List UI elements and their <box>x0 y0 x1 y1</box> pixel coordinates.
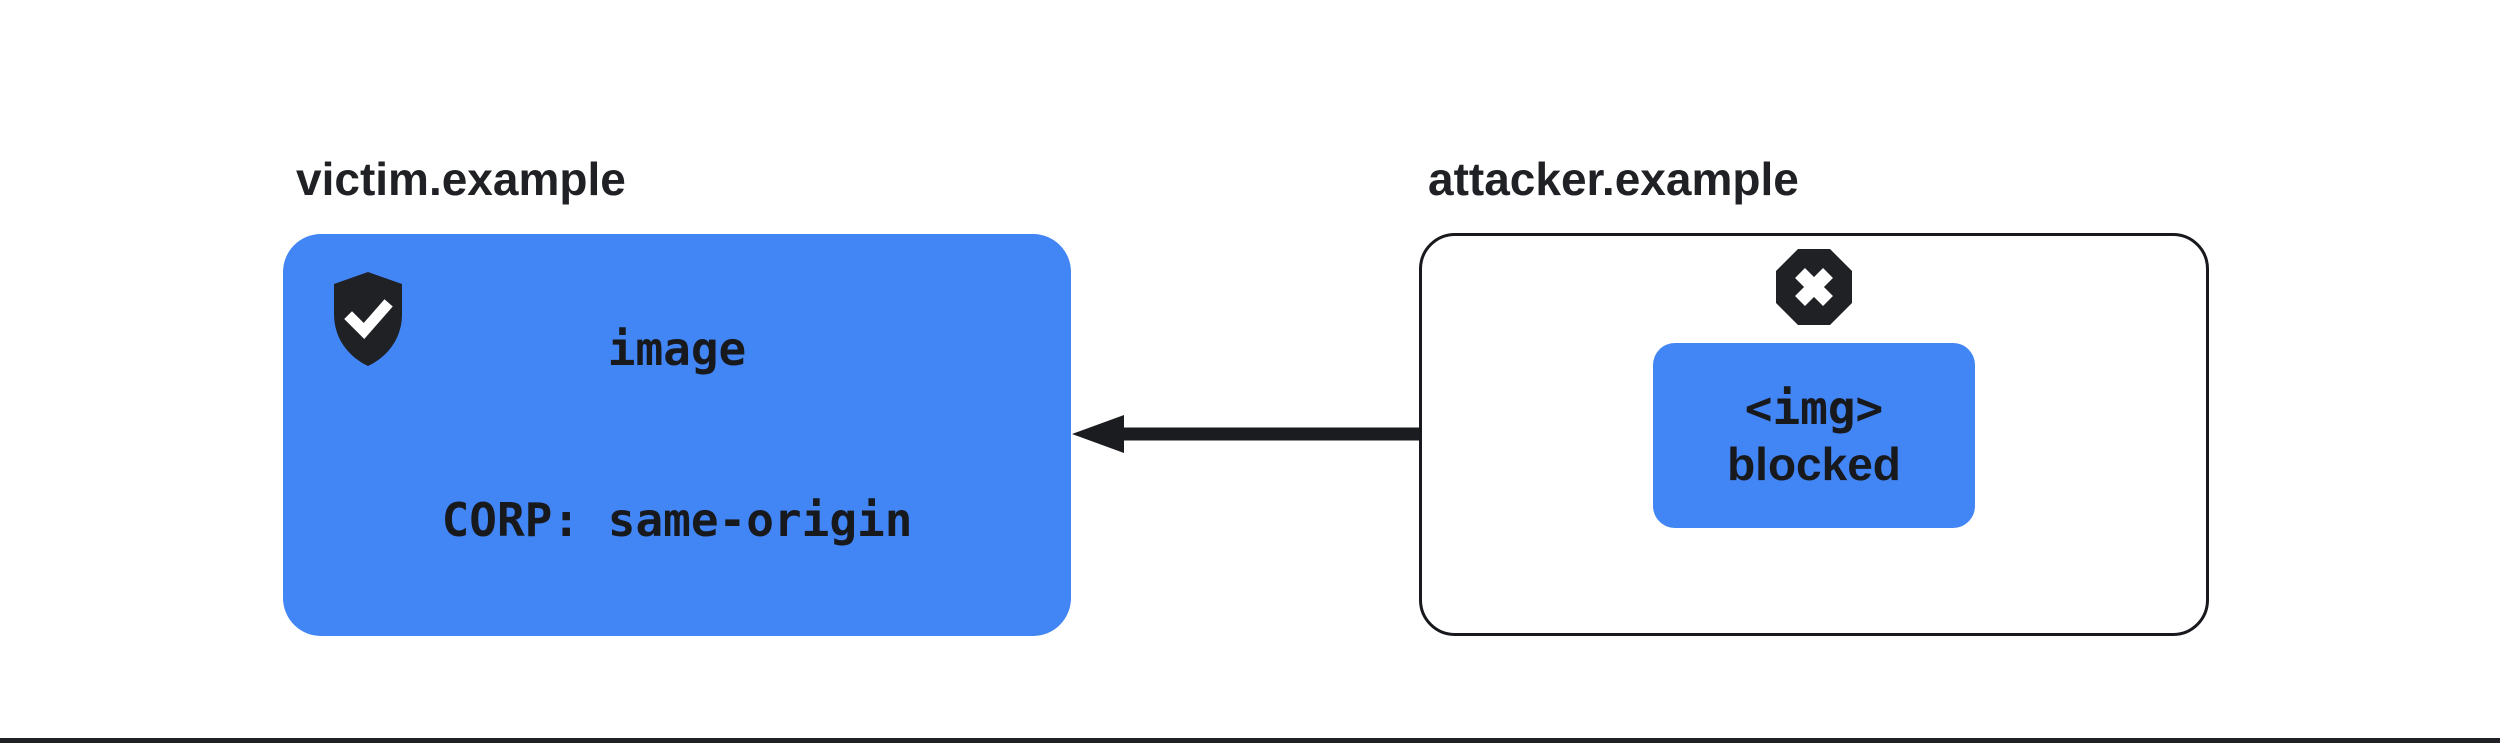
victim-domain-label: victim.example <box>296 153 626 205</box>
bottom-divider-line <box>0 738 2500 743</box>
attacker-img-box: <img> blocked <box>1653 343 1975 528</box>
victim-resource-text: image CORP: same-origin <box>442 207 913 663</box>
blocked-x-icon <box>1776 249 1852 325</box>
victim-resource-box: image CORP: same-origin <box>283 234 1071 636</box>
attacker-domain-label: attacker.example <box>1428 153 1799 205</box>
victim-resource-line2: CORP: same-origin <box>441 493 913 547</box>
shield-check-icon <box>334 272 402 366</box>
attacker-img-tag-text: <img> <box>1744 380 1884 435</box>
victim-resource-line1: image <box>607 322 747 376</box>
attacker-blocked-text: blocked <box>1727 437 1901 490</box>
